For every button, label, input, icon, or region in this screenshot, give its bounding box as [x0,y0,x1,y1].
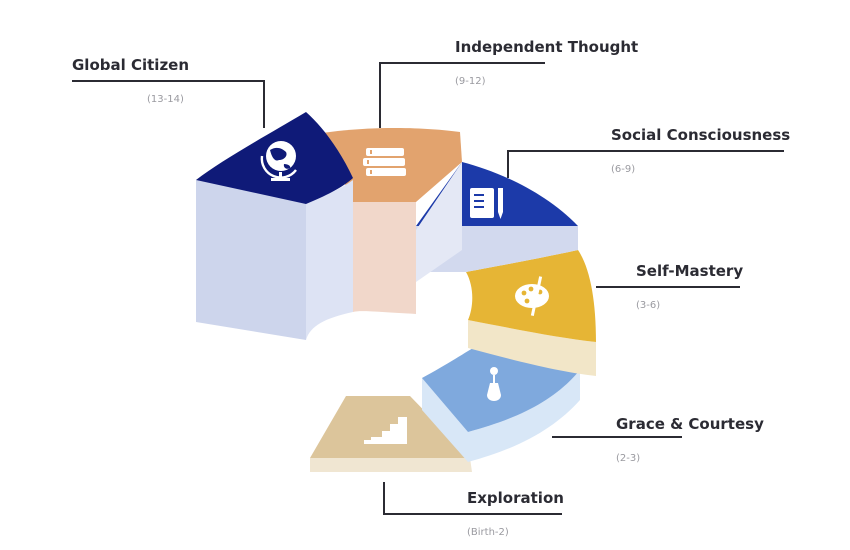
label-grace-ages: (2-3) [616,453,641,464]
label-grace-title: Grace & Courtesy [616,415,764,433]
label-global-title: Global Citizen [72,56,190,74]
stairs-icon [364,417,407,444]
label-global-ages: (13-14) [147,94,184,105]
globe-icon [260,141,297,181]
leader-line-global [72,80,265,128]
leader-line-exploration [383,482,562,515]
segment-selfmastery [466,250,596,376]
notebook-pencil-icon [470,188,503,219]
leader-lines [72,62,784,515]
label-independent-ages: (9-12) [455,76,486,87]
label-exploration-ages: (Birth-2) [467,527,509,538]
leader-line-social [507,150,784,178]
segment-grace-side [422,378,468,462]
segment-grace [422,345,580,462]
label-social-ages: (6-9) [611,164,636,175]
flower-vase-icon [487,367,501,401]
segment-independent-side [353,202,416,314]
segment-global-side [196,180,306,340]
label-selfmastery-title: Self-Mastery [636,262,744,280]
label-independent-title: Independent Thought [455,38,639,56]
segment-independent-inner-side [416,162,462,282]
label-selfmastery-ages: (3-6) [636,300,661,311]
segment-global [196,112,353,340]
segment-exploration-side [310,458,472,472]
books-icon [363,148,406,176]
segment-independent [322,127,462,314]
leader-line-independent [379,62,545,128]
palette-icon [515,276,549,316]
label-exploration-title: Exploration [467,489,564,507]
segment-exploration [310,396,472,472]
segment-grace-top [422,345,580,432]
segment-selfmastery-side [468,320,596,376]
segment-grace-side-front [468,370,580,462]
label-social-title: Social Consciousness [611,126,791,144]
segment-global-side-inner [306,180,353,340]
